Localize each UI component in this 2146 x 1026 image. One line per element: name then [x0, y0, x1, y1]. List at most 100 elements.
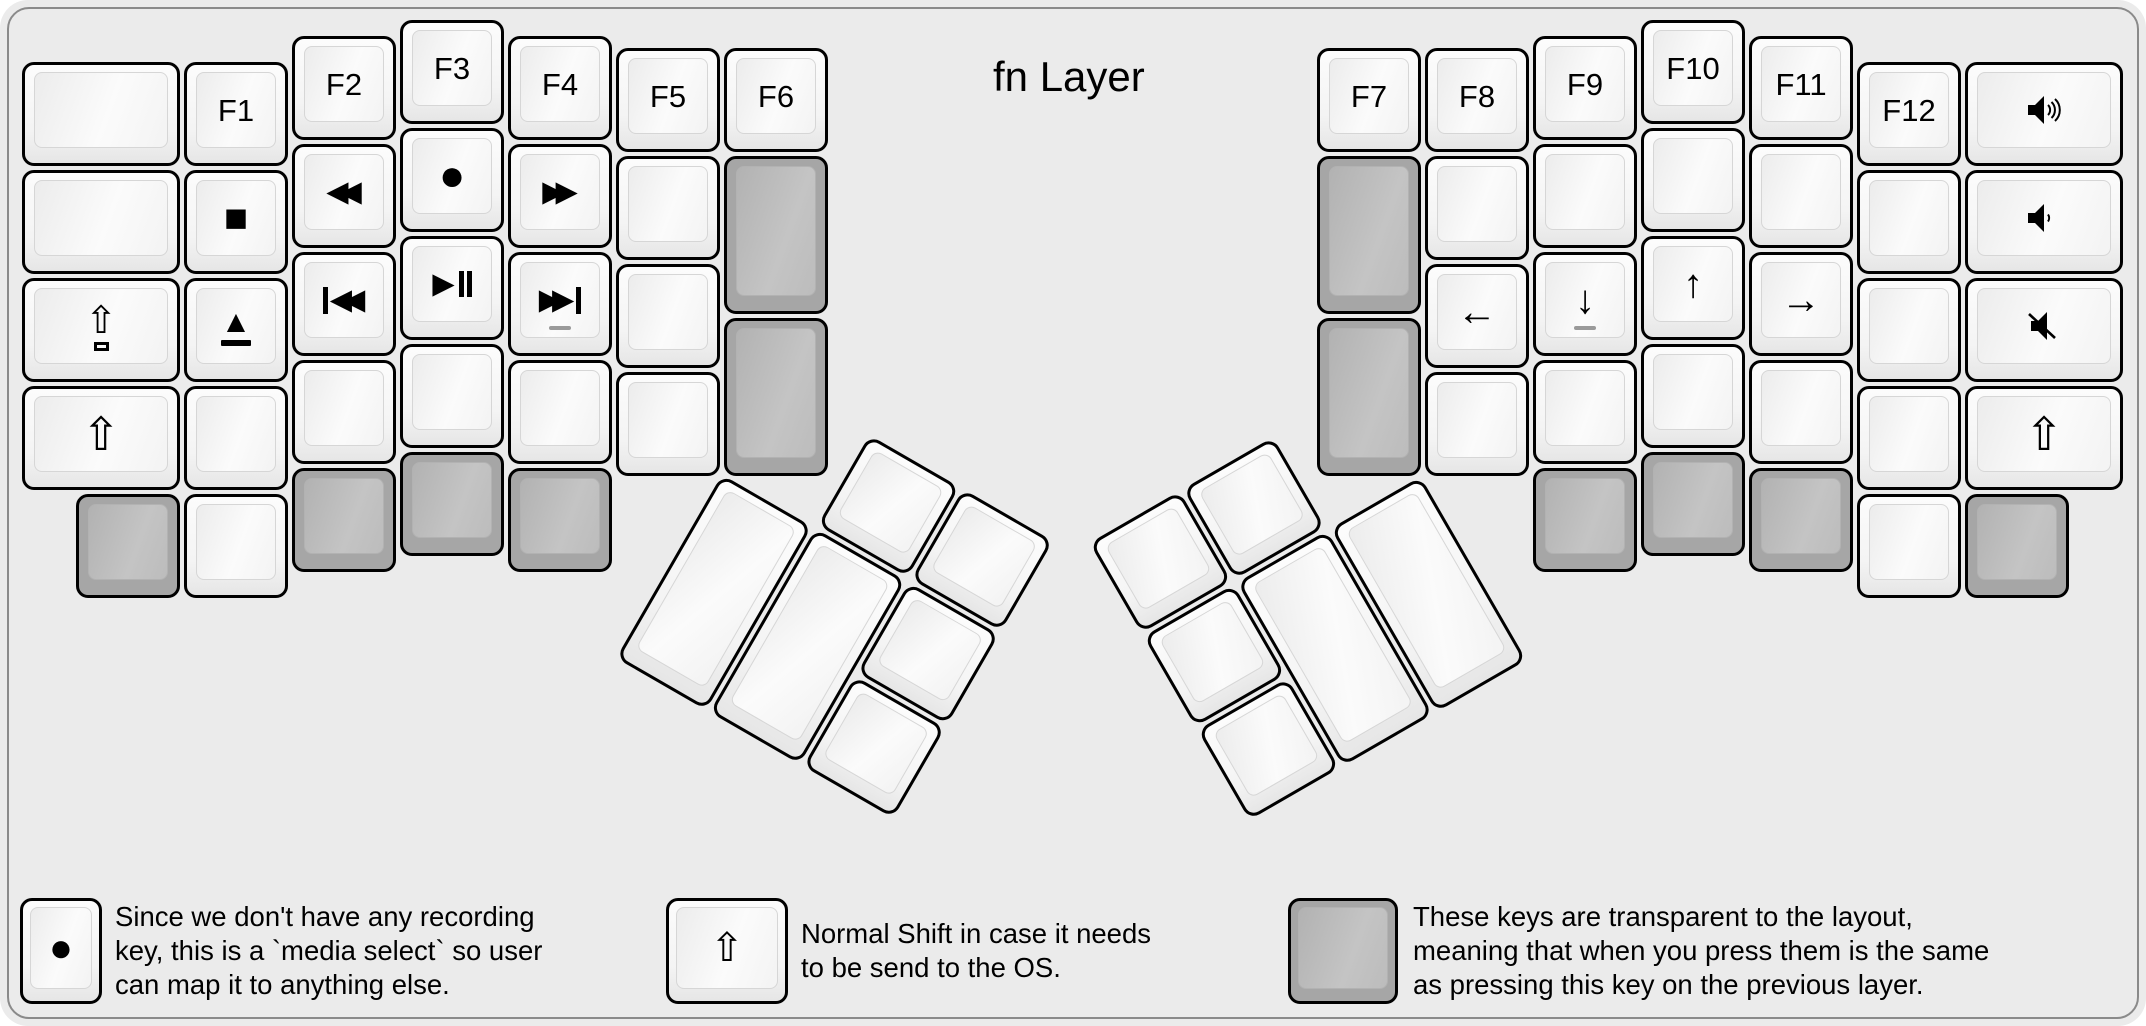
- shift-icon: ⇧: [710, 926, 744, 970]
- arrow-up-icon: ↑: [1683, 262, 1703, 306]
- record-icon: ●: [48, 926, 74, 970]
- key-shift-right[interactable]: ⇧: [1965, 386, 2123, 490]
- arrow-right-icon: →: [1781, 278, 1821, 322]
- fast-forward-icon: ▶▶: [542, 175, 578, 208]
- caps-lock-icon: ⇧: [85, 302, 117, 351]
- play-pause-icon: ▶: [432, 269, 472, 299]
- legend-transparent-key-sample: [1288, 898, 1398, 1004]
- key-media-rewind[interactable]: ◀◀: [292, 144, 396, 248]
- key-f5[interactable]: F5: [616, 48, 720, 152]
- key-right-c5-r2[interactable]: [1425, 156, 1529, 260]
- key-f8[interactable]: F8: [1425, 48, 1529, 152]
- key-f4-label: F4: [541, 66, 579, 102]
- key-right-c2-r2[interactable]: [1749, 144, 1853, 248]
- key-f12-label: F12: [1882, 92, 1936, 128]
- key-f8-label: F8: [1458, 78, 1496, 114]
- key-transparent-right-bottom[interactable]: [1965, 494, 2069, 598]
- key-f1-label: F1: [217, 92, 255, 128]
- key-volume-up[interactable]: [1965, 62, 2123, 166]
- key-transparent-right-c2[interactable]: [1749, 468, 1853, 572]
- key-f12[interactable]: F12: [1857, 62, 1961, 166]
- key-arrow-up[interactable]: ↑: [1641, 236, 1745, 340]
- shift-icon: ⇧: [81, 408, 121, 460]
- stop-icon: ■: [223, 196, 249, 240]
- key-transparent-left-inner-1[interactable]: [724, 156, 828, 314]
- key-media-prev-track[interactable]: ◀◀: [292, 252, 396, 356]
- key-right-bottom-white[interactable]: [1857, 494, 1961, 598]
- key-left-c5-r2[interactable]: [616, 156, 720, 260]
- key-arrow-down[interactable]: ↓: [1533, 252, 1637, 356]
- key-f2-label: F2: [325, 66, 363, 102]
- volume-up-icon: [2028, 96, 2061, 124]
- key-left-c5-r4[interactable]: [616, 372, 720, 476]
- volume-down-icon: [2028, 204, 2051, 232]
- key-right-c5-r4[interactable]: [1425, 372, 1529, 476]
- key-f3[interactable]: F3: [400, 20, 504, 124]
- mute-icon: [2028, 312, 2056, 340]
- legend-record-key-sample: ●: [20, 898, 102, 1004]
- key-f1[interactable]: F1: [184, 62, 288, 166]
- key-shift-left[interactable]: ⇧: [22, 386, 180, 490]
- key-left-outer-r1[interactable]: [22, 62, 180, 166]
- key-transparent-right-c4[interactable]: [1533, 468, 1637, 572]
- homing-dash: [1574, 326, 1596, 330]
- key-transparent-left-bottom-1[interactable]: [76, 494, 180, 598]
- key-left-c4-r4[interactable]: [508, 360, 612, 464]
- legend-shift-text: Normal Shift in case it needs to be send…: [801, 918, 1152, 983]
- legend-shift-key-sample: ⇧: [666, 898, 788, 1004]
- homing-dash: [549, 326, 571, 330]
- key-media-play-pause[interactable]: ▶: [400, 236, 504, 340]
- key-media-fast-forward[interactable]: ▶▶: [508, 144, 612, 248]
- key-right-c1-r3[interactable]: [1857, 278, 1961, 382]
- key-mute[interactable]: [1965, 278, 2123, 382]
- key-volume-down[interactable]: [1965, 170, 2123, 274]
- key-arrow-right[interactable]: →: [1749, 252, 1853, 356]
- arrow-left-icon: ←: [1457, 290, 1497, 334]
- key-right-c1-r2[interactable]: [1857, 170, 1961, 274]
- legend-record-text: Since we don't have any recording key, t…: [115, 901, 543, 1000]
- key-f5-label: F5: [649, 78, 687, 114]
- key-transparent-left-c2[interactable]: [292, 468, 396, 572]
- key-transparent-right-inner-1[interactable]: [1317, 156, 1421, 314]
- key-right-c3-r2[interactable]: [1641, 128, 1745, 232]
- key-f6[interactable]: F6: [724, 48, 828, 152]
- key-left-outer-r2[interactable]: [22, 170, 180, 274]
- key-left-c2-r4[interactable]: [292, 360, 396, 464]
- key-media-stop[interactable]: ■: [184, 170, 288, 274]
- key-eject[interactable]: ▲: [184, 278, 288, 382]
- key-transparent-left-c3[interactable]: [400, 452, 504, 556]
- key-caps-lock[interactable]: ⇧: [22, 278, 180, 382]
- key-transparent-right-c3[interactable]: [1641, 452, 1745, 556]
- layer-title: fn Layer: [993, 53, 1145, 100]
- key-left-c3-r4[interactable]: [400, 344, 504, 448]
- key-f9[interactable]: F9: [1533, 36, 1637, 140]
- key-f10[interactable]: F10: [1641, 20, 1745, 124]
- key-left-c5-r3[interactable]: [616, 264, 720, 368]
- key-transparent-left-c4[interactable]: [508, 468, 612, 572]
- key-transparent-left-inner-2[interactable]: [724, 318, 828, 476]
- eject-icon: ▲: [221, 306, 251, 346]
- key-right-c3-r4[interactable]: [1641, 344, 1745, 448]
- key-f7[interactable]: F7: [1317, 48, 1421, 152]
- key-right-c1-r4[interactable]: [1857, 386, 1961, 490]
- key-f3-label: F3: [433, 50, 471, 86]
- record-icon: ●: [438, 151, 466, 200]
- key-f11[interactable]: F11: [1749, 36, 1853, 140]
- arrow-down-icon: ↓: [1575, 278, 1595, 322]
- key-left-bottom-2[interactable]: [184, 494, 288, 598]
- key-f2[interactable]: F2: [292, 36, 396, 140]
- key-transparent-right-inner-2[interactable]: [1317, 318, 1421, 476]
- key-arrow-left[interactable]: ←: [1425, 264, 1529, 368]
- key-right-c4-r4[interactable]: [1533, 360, 1637, 464]
- key-media-select-record[interactable]: ●: [400, 128, 504, 232]
- key-right-c2-r4[interactable]: [1749, 360, 1853, 464]
- shift-icon: ⇧: [2024, 408, 2064, 460]
- key-media-next-track[interactable]: ▶▶: [508, 252, 612, 356]
- key-right-c4-r2[interactable]: [1533, 144, 1637, 248]
- legend-transparent-text: These keys are transparent to the layout…: [1413, 901, 1990, 1000]
- key-f7-label: F7: [1350, 78, 1388, 114]
- key-left-c1-r4[interactable]: [184, 386, 288, 490]
- key-f4[interactable]: F4: [508, 36, 612, 140]
- previous-track-icon: ◀◀: [322, 285, 365, 315]
